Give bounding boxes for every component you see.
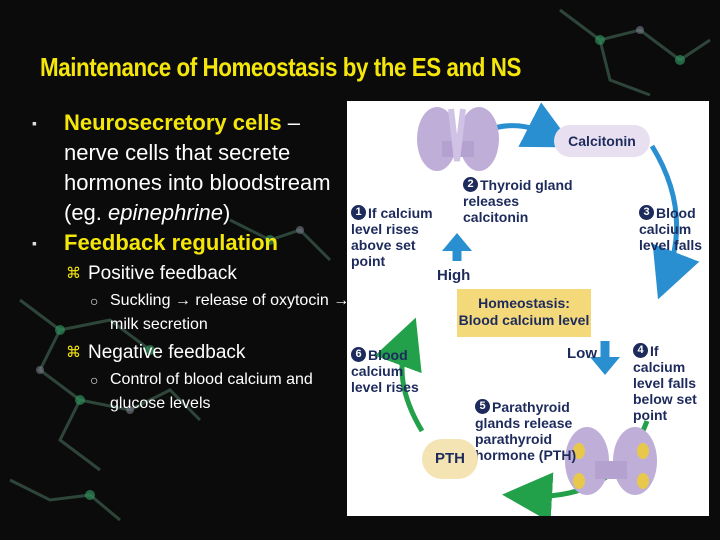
bullet-italic: epinephrine — [108, 200, 224, 225]
low-label: Low — [567, 345, 597, 362]
parathyroid-gland-icon — [565, 427, 657, 495]
circle-bullet-icon: ○ — [90, 293, 99, 309]
step-number: 3 — [639, 205, 654, 220]
item-calcium: ○ Control of blood calcium and glucose l… — [30, 368, 350, 416]
step-number: 1 — [351, 205, 366, 220]
subbullet-negative: ⌘ Negative feedback — [30, 341, 350, 365]
bullet-dot-icon: ▪ — [32, 235, 37, 251]
arrow-low-head — [590, 357, 620, 375]
step-text: If calcium level falls below set point — [633, 343, 697, 423]
arrow-calcium-rises — [374, 317, 425, 433]
subbullet-label: Positive feedback — [88, 263, 237, 284]
scroll-bullet-icon: ⌘ — [66, 265, 81, 282]
subbullet-positive: ⌘ Positive feedback — [30, 262, 350, 286]
slide-title: Maintenance of Homeostasis by the ES and… — [40, 52, 522, 82]
item-text: Control of blood calcium and glucose lev… — [110, 371, 313, 412]
step-text: Parathyroid glands release parathyroid h… — [475, 399, 577, 463]
arrow-icon: → — [333, 292, 350, 309]
subbullet-label: Negative feedback — [88, 342, 246, 363]
bullet-neurosecretory: ▪ Neurosecretory cells – nerve cells tha… — [30, 108, 350, 228]
item-text: release of oxytocin — [190, 292, 334, 309]
high-label: High — [437, 267, 471, 284]
step-text: Blood calcium level rises — [351, 347, 419, 395]
item-suckling: ○ Suckling → release of oxytocin → milk … — [30, 289, 350, 337]
bullet-emphasis: Feedback regulation — [64, 230, 278, 255]
thyroid-gland-icon — [417, 107, 499, 171]
diagram-graphics — [374, 102, 700, 516]
arrow-high-head — [442, 233, 472, 251]
calcitonin-label: Calcitonin — [554, 125, 650, 157]
pth-label: PTH — [422, 439, 478, 479]
bullet-dot-icon: ▪ — [32, 115, 37, 131]
scroll-bullet-icon: ⌘ — [66, 344, 81, 361]
step-text: Thyroid gland releases calcitonin — [463, 177, 573, 225]
homeostasis-title: Homeostasis: — [478, 295, 570, 311]
arrow-icon: → — [174, 292, 191, 309]
item-text: Suckling — [110, 292, 175, 309]
circle-bullet-icon: ○ — [90, 372, 99, 388]
arrow-calcium-falls — [649, 144, 700, 300]
step-number: 2 — [463, 177, 478, 192]
homeostasis-subtitle: Blood calcium level — [458, 312, 590, 328]
item-text: milk secretion — [110, 316, 208, 333]
bullet-text: – nerve cells that secrete hormones into… — [64, 110, 331, 225]
bullet-tail: ) — [223, 200, 231, 225]
step-number: 4 — [633, 343, 648, 358]
bullet-feedback: ▪ Feedback regulation — [30, 228, 350, 258]
bullet-emphasis: Neurosecretory cells — [64, 110, 282, 135]
step-text: If calcium level rises above set point — [351, 205, 433, 269]
step-text: Blood calcium level falls — [639, 205, 703, 253]
homeostasis-box: Homeostasis: Blood calcium level — [457, 289, 591, 337]
step-number: 6 — [351, 347, 366, 362]
bullet-list: ▪ Neurosecretory cells – nerve cells tha… — [30, 108, 350, 416]
step-number: 5 — [475, 399, 490, 414]
